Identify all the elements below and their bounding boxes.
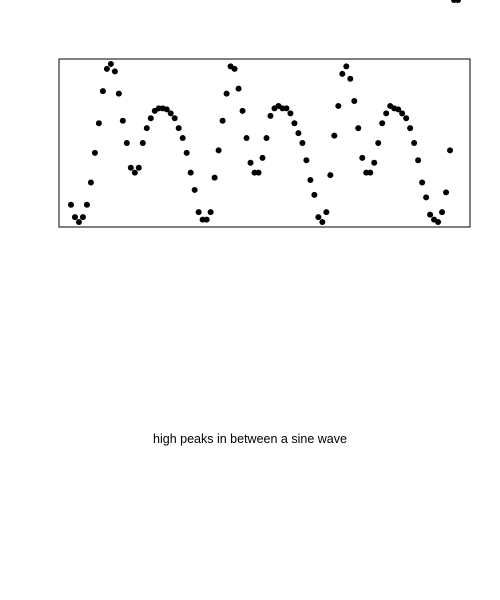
plot-frame [58,58,471,228]
data-point [243,135,250,142]
data-point [175,125,182,132]
data-point [339,70,346,77]
data-point [283,105,290,112]
data-point [367,169,374,176]
data-point [139,140,146,146]
data-point [319,219,326,226]
data-point [407,125,414,132]
data-point [371,159,378,166]
data-point [127,164,134,171]
data-point [167,110,174,117]
data-point [191,186,198,193]
data-point [379,120,386,127]
data-point [67,201,74,208]
data-point [255,169,262,176]
data-point [427,211,434,218]
data-point [447,147,454,154]
data-point [355,125,362,132]
data-point [383,110,390,117]
data-point [235,85,242,92]
data-point [183,149,190,156]
data-point [439,209,446,216]
data-point [267,112,274,119]
data-point [99,88,106,95]
data-point [71,214,78,221]
data-point [287,110,294,117]
data-point [299,140,306,146]
data-point [103,65,110,72]
data-point [83,201,90,208]
data-point [171,115,178,122]
data-point [335,102,342,109]
data-point [239,107,246,114]
data-point [291,120,298,127]
data-point [215,147,222,154]
data-point [143,125,150,132]
data-point [435,219,442,226]
data-point [411,140,418,146]
data-point [211,174,218,181]
data-point [295,130,302,137]
data-point [247,159,254,166]
data-point [307,177,314,184]
data-point [259,154,266,161]
data-point [87,179,94,186]
data-point [311,191,318,198]
data-points [67,0,462,226]
data-point [187,169,194,176]
data-point [195,209,202,216]
data-point [419,179,426,186]
data-point [79,214,86,221]
data-point [119,117,126,124]
data-point [179,135,186,142]
data-point [315,214,322,221]
data-point [111,68,118,75]
data-point [403,115,410,122]
data-point [347,75,354,82]
data-point [219,117,226,124]
data-point [231,65,238,72]
data-point [443,189,450,196]
data-point [163,106,170,113]
chart-caption: high peaks in between a sine wave [153,432,347,446]
data-point [351,98,358,104]
data-point [395,106,402,113]
data-point [455,0,462,3]
data-point [91,149,98,156]
data-point [147,115,154,122]
data-point [323,209,330,216]
data-point [327,172,334,179]
data-point [303,157,310,164]
data-point [375,140,382,146]
data-point [107,60,114,67]
data-point [223,90,230,97]
data-point [331,132,338,139]
data-point [115,90,122,97]
data-point [95,120,102,127]
data-point [343,63,350,70]
data-point [203,216,210,223]
data-point [415,157,422,164]
data-point [359,154,366,161]
data-point [207,209,214,216]
data-point [263,135,270,142]
data-point [123,140,130,146]
data-point [423,194,430,201]
data-point [135,164,142,171]
data-point [399,110,406,117]
data-point [131,169,138,176]
data-point [75,219,82,226]
